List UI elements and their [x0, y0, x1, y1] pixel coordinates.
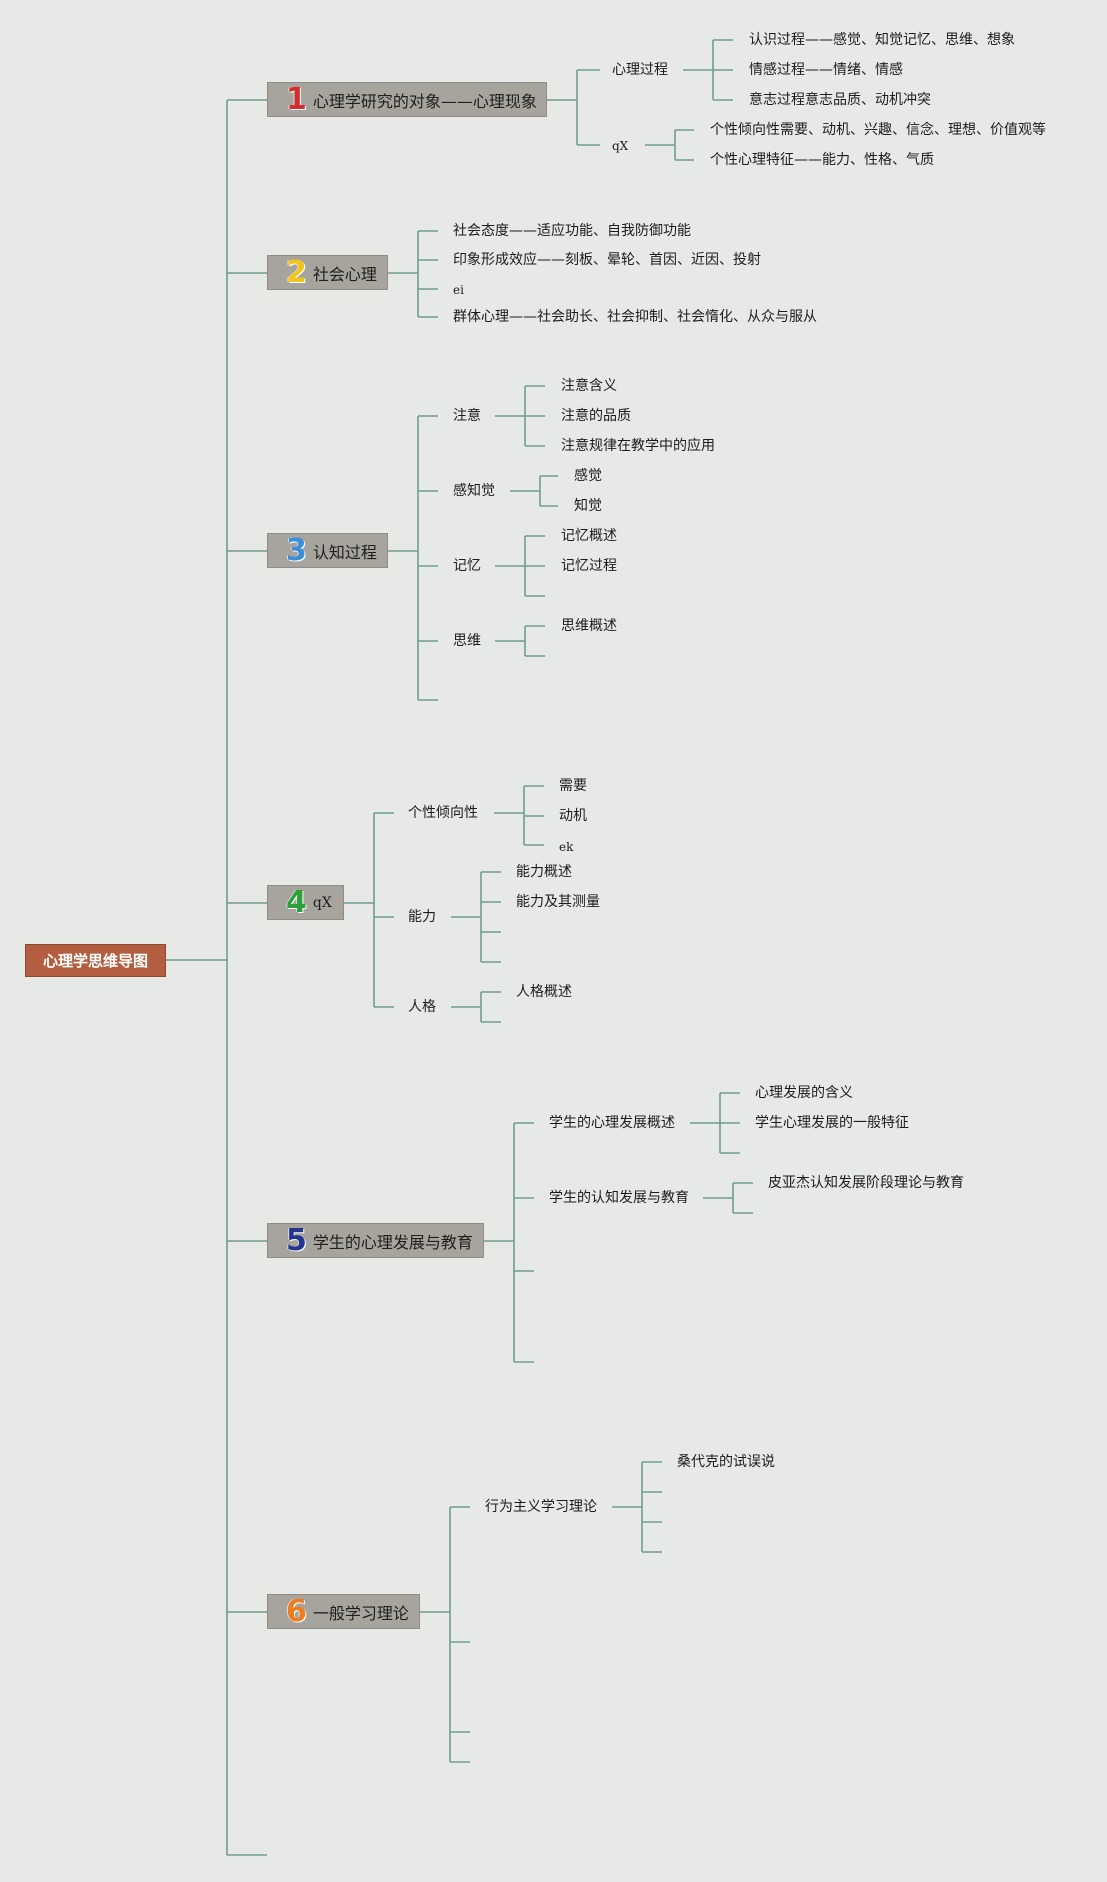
node-leaf[interactable]: 人格概述 — [516, 984, 572, 1000]
node-qx[interactable]: qX — [612, 139, 629, 153]
node-personality-tendency[interactable]: 个性倾向性 — [408, 805, 478, 821]
node-leaf[interactable]: ek — [559, 840, 574, 854]
topic-node-1[interactable]: 1 心理学研究的对象——心理现象 — [267, 82, 547, 117]
node-attention[interactable]: 注意 — [453, 408, 481, 424]
node-leaf[interactable]: 皮亚杰认知发展阶段理论与教育 — [768, 1175, 964, 1191]
node-leaf[interactable]: 注意的品质 — [561, 408, 631, 424]
node-development-overview[interactable]: 学生的心理发展概述 — [549, 1115, 675, 1131]
node-cognitive-development[interactable]: 学生的认知发展与教育 — [549, 1190, 689, 1206]
node-leaf[interactable]: 印象形成效应——刻板、晕轮、首因、近因、投射 — [453, 252, 761, 268]
node-psychological-process[interactable]: 心理过程 — [612, 62, 668, 78]
topic-node-5[interactable]: 5 学生的心理发展与教育 — [267, 1223, 484, 1258]
root-node[interactable]: 心理学思维导图 — [25, 944, 166, 977]
node-leaf[interactable]: 桑代克的试误说 — [677, 1454, 775, 1470]
node-personality[interactable]: 人格 — [408, 999, 436, 1015]
number-5-icon: 5 — [286, 1223, 307, 1258]
node-perception[interactable]: 感知觉 — [453, 483, 495, 499]
node-leaf[interactable]: 意志过程意志品质、动机冲突 — [749, 92, 931, 108]
node-leaf[interactable]: 社会态度——适应功能、自我防御功能 — [453, 223, 691, 239]
node-leaf[interactable]: 记忆过程 — [561, 558, 617, 574]
topic-label: qX — [312, 894, 332, 911]
node-leaf[interactable]: 心理发展的含义 — [755, 1085, 853, 1101]
node-leaf[interactable]: 情感过程——情绪、情感 — [749, 62, 903, 78]
topic-node-3[interactable]: 3 认知过程 — [267, 533, 388, 568]
node-ability[interactable]: 能力 — [408, 909, 436, 925]
number-1-icon: 1 — [286, 82, 307, 117]
node-leaf[interactable]: 能力概述 — [516, 864, 572, 880]
node-behaviorism[interactable]: 行为主义学习理论 — [485, 1499, 597, 1515]
node-leaf[interactable]: 动机 — [559, 808, 587, 824]
node-leaf[interactable]: 思维概述 — [561, 618, 617, 634]
node-leaf[interactable]: 记忆概述 — [561, 528, 617, 544]
node-leaf[interactable]: 个性倾向性需要、动机、兴趣、信念、理想、价值观等 — [710, 122, 1046, 138]
topic-node-6[interactable]: 6 一般学习理论 — [267, 1594, 420, 1629]
node-leaf[interactable]: 认识过程——感觉、知觉记忆、思维、想象 — [749, 32, 1015, 48]
topic-node-2[interactable]: 2 社会心理 — [267, 255, 388, 290]
topic-label: 一般学习理论 — [312, 1603, 409, 1623]
node-leaf[interactable]: 能力及其测量 — [516, 894, 600, 910]
topic-label: 认知过程 — [312, 542, 377, 562]
node-leaf[interactable]: ei — [453, 283, 464, 297]
topic-label: 学生的心理发展与教育 — [312, 1232, 473, 1252]
number-3-icon: 3 — [286, 533, 307, 568]
topic-label: 心理学研究的对象——心理现象 — [312, 91, 537, 111]
node-leaf[interactable]: 注意规律在教学中的应用 — [561, 438, 715, 454]
number-2-icon: 2 — [286, 255, 307, 290]
number-6-icon: 6 — [286, 1594, 307, 1629]
node-memory[interactable]: 记忆 — [453, 558, 481, 574]
node-leaf[interactable]: 学生心理发展的一般特征 — [755, 1115, 909, 1131]
node-leaf[interactable]: 感觉 — [574, 468, 602, 484]
node-leaf[interactable]: 知觉 — [574, 498, 602, 514]
node-leaf[interactable]: 群体心理——社会助长、社会抑制、社会惰化、从众与服从 — [453, 309, 817, 325]
node-thinking[interactable]: 思维 — [453, 633, 481, 649]
node-leaf[interactable]: 注意含义 — [561, 378, 617, 394]
topic-label: 社会心理 — [312, 264, 377, 284]
node-leaf[interactable]: 需要 — [559, 778, 587, 794]
node-leaf[interactable]: 个性心理特征——能力、性格、气质 — [710, 152, 934, 168]
topic-node-4[interactable]: 4 qX — [267, 885, 344, 920]
number-4-icon: 4 — [286, 885, 307, 920]
